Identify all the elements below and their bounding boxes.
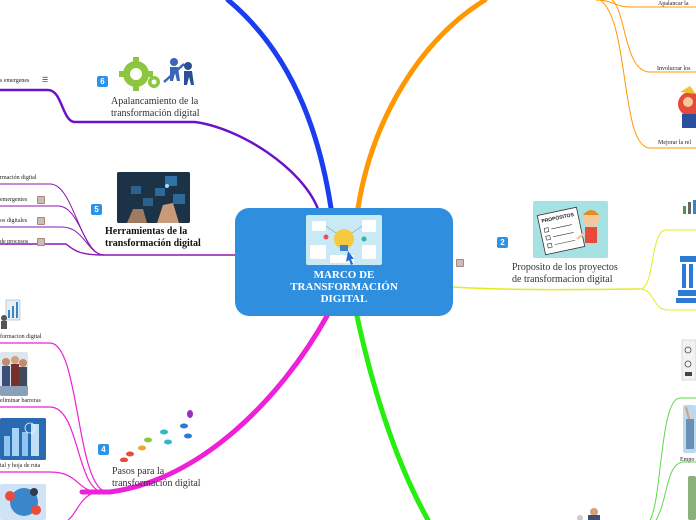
notes-icon[interactable]: ☰ <box>42 76 48 84</box>
t2-attachment-icon[interactable] <box>456 259 464 267</box>
topic-2-label[interactable]: Proposito de los proyectos de transforma… <box>512 262 632 286</box>
bottom-center-picture <box>574 506 614 520</box>
topic-5-badge: 5 <box>91 204 102 215</box>
right-green-picture-a <box>680 338 696 382</box>
right-c-picture <box>676 86 696 136</box>
topic-6-badge: 6 <box>97 76 108 87</box>
topic-5-line-1: Herramientas de la <box>105 226 225 238</box>
right-subtopic-b[interactable]: Involucrar los <box>657 65 691 73</box>
topic-4-picture <box>118 410 196 462</box>
t4-subtopic-c[interactable]: tal y hoja de ruta <box>0 462 40 470</box>
topic-6-line-1: Apalancamiento de la <box>111 96 221 108</box>
t6-subtopic-tech[interactable]: s emergenes <box>0 77 29 85</box>
t5-d-attachment-icon[interactable] <box>37 238 45 246</box>
topic-5-picture <box>117 172 190 223</box>
right-green-picture-c <box>688 476 696 520</box>
t5-subtopic-b[interactable]: emergentes <box>0 196 27 204</box>
topic-4-line-1: Pasos para la <box>112 466 222 478</box>
central-topic[interactable]: MARCO DE TRANSFORMACIÓN DIGITAL <box>235 208 453 316</box>
t4-subtopic-b[interactable]: eliminar barreras <box>0 397 41 405</box>
branch-green <box>357 316 428 520</box>
t4-b-picture <box>0 352 28 396</box>
topic-2-line-1: Proposito de los proyectos <box>512 262 632 274</box>
t5-c-attachment-icon[interactable] <box>37 217 45 225</box>
t5-subtopic-d[interactable]: de procesos <box>0 238 28 246</box>
topic-5-line-2: transformación digital <box>105 238 225 250</box>
t4-a-picture <box>0 288 24 332</box>
topic-2-line-2: de transformacion digital <box>512 274 632 286</box>
t5-subtopic-a[interactable]: rmación digital <box>0 174 37 182</box>
right-yellow-building-picture <box>676 254 696 304</box>
t4-subtopic-a[interactable]: formacion digital <box>0 333 42 341</box>
t4-c-picture <box>0 418 46 460</box>
branch-yellow <box>453 287 640 290</box>
central-title-line-2: TRANSFORMACIÓN <box>235 281 453 293</box>
right-subtopic-c[interactable]: Mejorar la rel <box>658 139 691 147</box>
right-green-picture-b <box>683 405 696 453</box>
topic-4-label[interactable]: Pasos para la transformación digital <box>112 466 222 490</box>
topic-6-label[interactable]: Apalancamiento de la transformación digi… <box>111 96 221 120</box>
right-subtopic-d[interactable]: Empo <box>680 456 694 464</box>
t5-subtopic-c[interactable]: os digitales <box>0 217 27 225</box>
right-subtopic-a[interactable]: Apalancar la <box>658 0 688 8</box>
t5-subline-b <box>0 206 104 255</box>
topic-5-label[interactable]: Herramientas de la transformación digita… <box>105 226 225 250</box>
branch-orange <box>358 0 485 208</box>
t4-subline-d <box>68 492 96 520</box>
topic-4-badge: 4 <box>98 444 109 455</box>
central-title-line-1: MARCO DE <box>235 269 453 281</box>
orange-subline-b <box>612 0 696 72</box>
branch-blue <box>228 0 331 208</box>
right-yellow-small-picture <box>681 198 696 216</box>
topic-2-picture: PROPÓSITOS <box>533 201 608 258</box>
central-title-line-3: DIGITAL <box>235 293 453 305</box>
t4-d-picture <box>0 484 46 520</box>
topic-6-line-2: transformación digital <box>111 108 221 120</box>
t5-b-attachment-icon[interactable] <box>37 196 45 204</box>
topic-4-line-2: transformación digital <box>112 478 222 490</box>
central-title: MARCO DE TRANSFORMACIÓN DIGITAL <box>235 269 453 305</box>
topic-6-picture <box>118 56 196 92</box>
central-picture <box>306 215 382 265</box>
topic-2-badge: 2 <box>497 237 508 248</box>
